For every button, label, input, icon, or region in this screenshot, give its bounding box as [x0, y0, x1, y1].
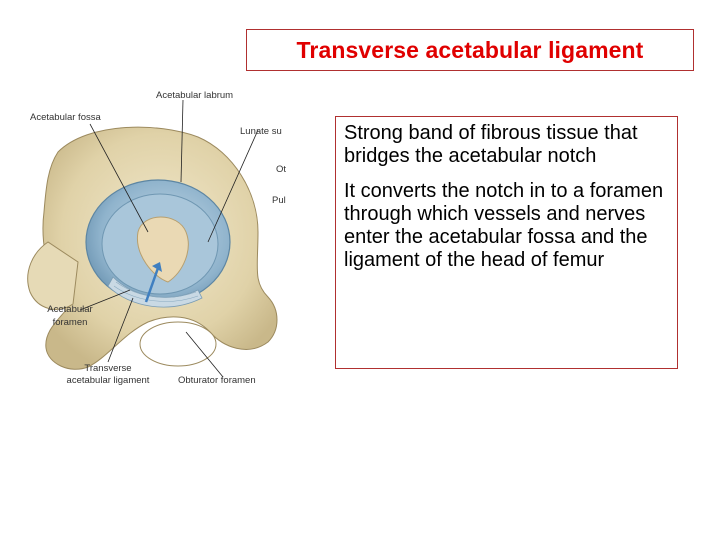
description-paragraph-1: Strong band of fibrous tissue that bridg… [344, 122, 638, 167]
label-obturator-foramen: Obturator foramen [178, 375, 256, 386]
label-transverse-ligament-2: acetabular ligament [66, 375, 150, 386]
label-transverse-ligament-1: Transverse [84, 363, 132, 374]
label-acetabular-foramen-1: Acetabular [47, 304, 93, 315]
label-lunate-surface: Lunate su [240, 126, 282, 137]
transverse-ligament-shape [107, 276, 203, 308]
anatomy-figure: Acetabular labrum Acetabular fossa Lunat… [18, 82, 298, 394]
label-acetabular-foramen-2: foramen [52, 317, 88, 328]
leader-lines [79, 99, 259, 378]
description-box: Strong band of fibrous tissue that bridg… [335, 116, 678, 369]
description-paragraph-2: It converts the notch in to a foramen th… [344, 180, 664, 271]
acetabular-fossa-shape [136, 216, 189, 283]
label-acetabular-fossa: Acetabular fossa [30, 112, 101, 123]
slide-title: Transverse acetabular ligament [296, 36, 644, 63]
vessel-arrow [144, 267, 160, 303]
obturator-foramen-shape [139, 321, 217, 367]
bone-extension [27, 241, 79, 310]
label-pubis-partial: Pul [272, 195, 286, 206]
label-obturator-partial: Ot [276, 164, 287, 175]
label-acetabular-labrum: Acetabular labrum [156, 90, 234, 101]
slide-title-box: Transverse acetabular ligament [246, 29, 694, 71]
acetabulum-illustration [27, 99, 278, 378]
